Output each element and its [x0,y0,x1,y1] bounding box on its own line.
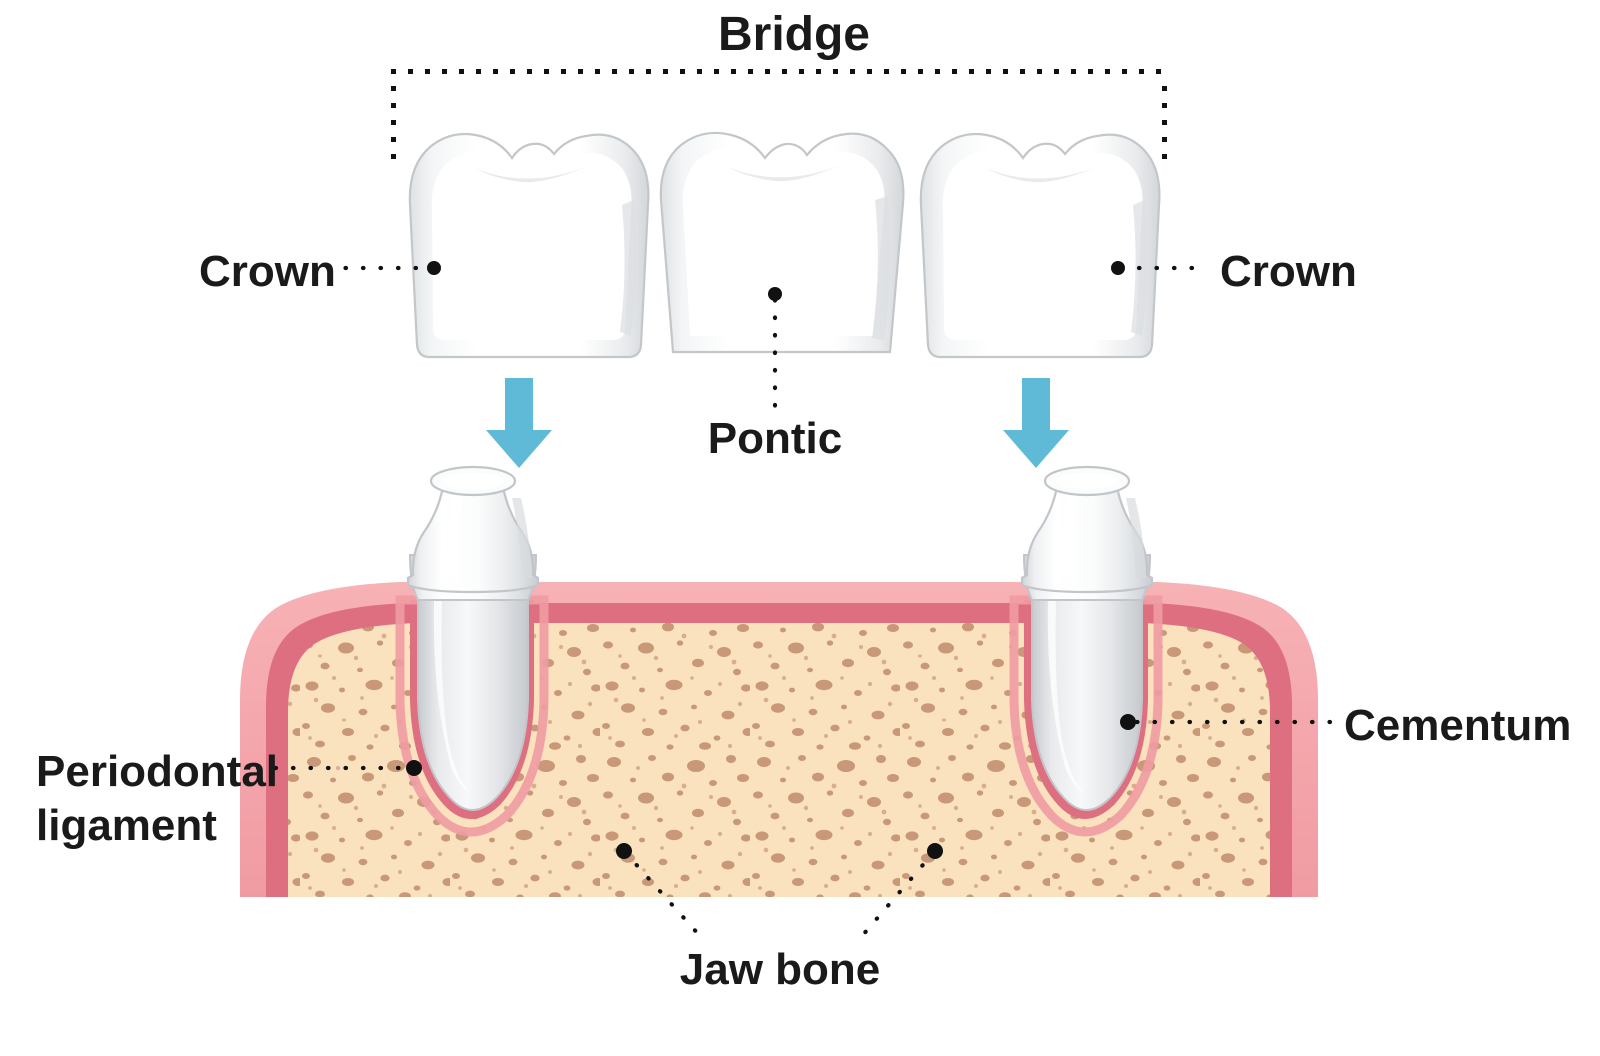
abutment-tooth-left[interactable] [406,465,540,811]
jaw-bone-block [240,582,1318,897]
crown-pontic[interactable] [659,131,905,354]
crown-right[interactable] [919,132,1161,359]
dot-jaw-bone-left [616,843,632,859]
label-bridge: Bridge [718,8,870,61]
label-periodontal-ligament-line2: ligament [36,801,217,850]
label-pontic: Pontic [708,414,842,463]
dot-pontic [768,287,782,301]
arrow-right-seating [1003,378,1069,468]
label-periodontal-ligament-line1: Periodontal [36,747,278,796]
leader-jaw-bone-right [859,849,937,939]
leader-anchor-dots [406,261,1136,859]
bridge-bracket [391,69,1167,159]
bracket-top-run [391,69,1161,74]
label-crown-left: Crown [199,247,336,296]
leader-jaw-bone-left [622,849,703,939]
dot-crown-right [1111,261,1125,275]
dot-jaw-bone-right [927,843,943,859]
dot-cementum [1120,714,1136,730]
label-crown-right: Crown [1220,247,1357,296]
root-left [417,579,529,811]
bracket-left-drop [391,86,396,159]
dot-crown-left [427,261,441,275]
crown-left[interactable] [408,132,650,359]
label-jaw-bone: Jaw bone [680,945,881,994]
label-cementum: Cementum [1344,701,1571,750]
leader-lines [255,265,1333,939]
arrow-left-seating [486,378,552,468]
abutment-tooth-right[interactable] [1020,465,1154,811]
bracket-right-drop [1162,86,1167,159]
root-right [1031,579,1143,811]
dot-periodontal-ligament [406,760,422,776]
